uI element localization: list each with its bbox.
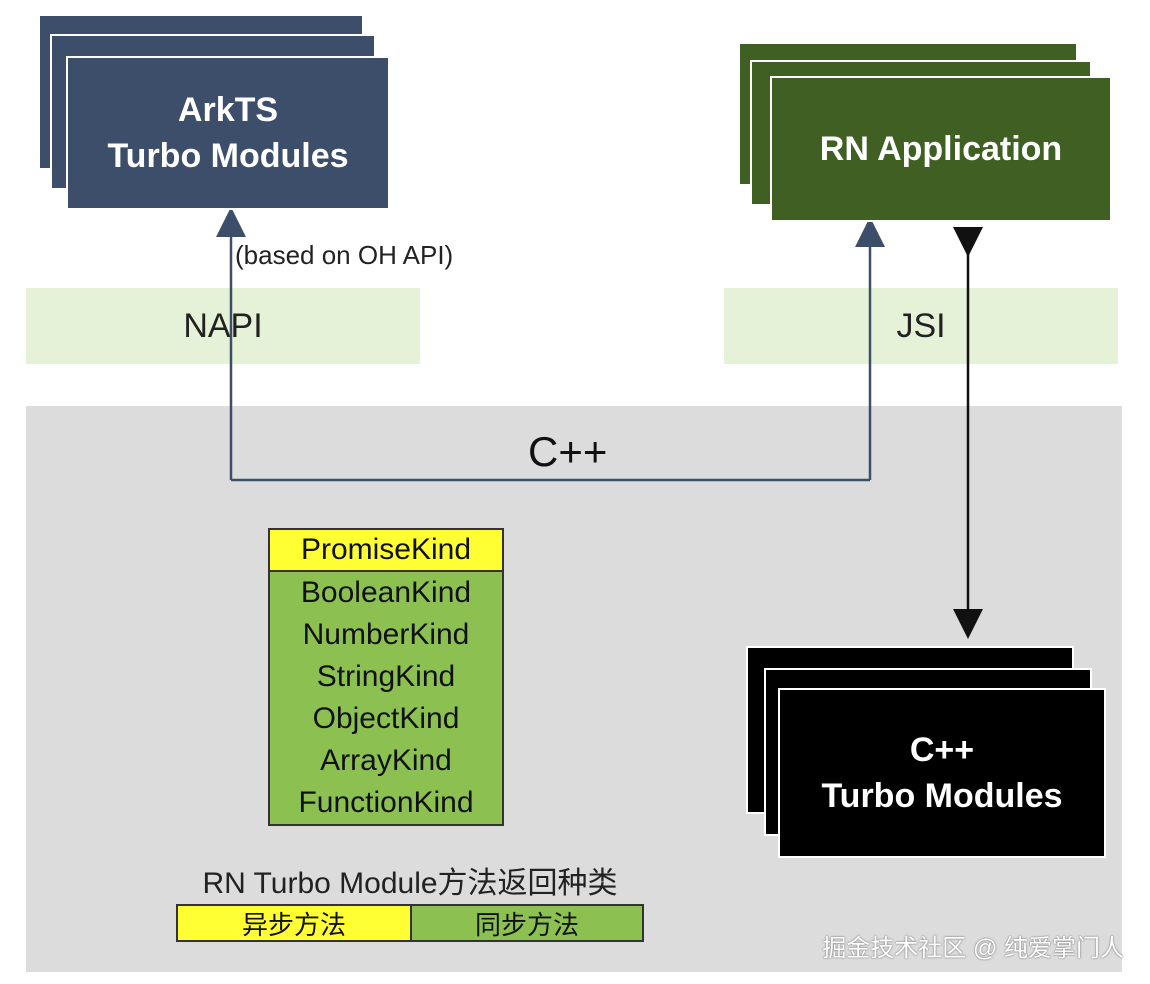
kind-row-string: StringKind — [316, 660, 456, 693]
kind-row-object: ObjectKind — [312, 702, 460, 735]
rn-app-card-label: RN Application — [819, 130, 1063, 168]
card-layer-front — [66, 56, 390, 210]
kind-row-promise: PromiseKind — [270, 530, 502, 572]
legend-async-method: 异步方法 — [176, 904, 412, 942]
kind-row-number: NumberKind — [302, 618, 470, 651]
legend-sync-method: 同步方法 — [410, 904, 644, 942]
rn-app-card-text: RN Application — [770, 76, 1112, 222]
napi-label: NAPI — [183, 306, 263, 345]
napi-band: NAPI — [26, 288, 420, 364]
kind-row-function: FunctionKind — [298, 786, 474, 819]
cpp-card-line1: C++ — [909, 731, 975, 769]
arkts-card-text: ArkTS Turbo Modules — [66, 56, 390, 210]
arkts-edge-label: (based on OH API) — [235, 240, 454, 270]
card-layer-front — [778, 688, 1106, 858]
kind-row-array: ArrayKind — [320, 744, 452, 777]
jsi-label: JSI — [896, 306, 946, 345]
arkts-card-line1: ArkTS — [177, 91, 279, 129]
legend-title: RN Turbo Module方法返回种类 — [202, 867, 618, 900]
cpp-card-text: C++ Turbo Modules — [778, 688, 1106, 858]
cpp-turbo-modules-card: C++ Turbo Modules — [746, 646, 1106, 858]
return-kinds-table: PromiseKind BooleanKind NumberKind Strin… — [268, 528, 504, 826]
card-layer-front — [770, 76, 1112, 222]
cpp-layer-label: C++ — [528, 428, 608, 475]
watermark: 掘金技术社区 @ 纯爱掌门人 — [822, 935, 1124, 962]
jsi-band: JSI — [724, 288, 1118, 364]
arkts-card-line2: Turbo Modules — [107, 137, 349, 175]
kind-row-boolean: BooleanKind — [300, 576, 472, 609]
cpp-card-line2: Turbo Modules — [821, 777, 1063, 815]
rn-application-card: RN Application — [738, 42, 1112, 222]
arkts-turbo-modules-card: ArkTS Turbo Modules — [38, 14, 390, 210]
